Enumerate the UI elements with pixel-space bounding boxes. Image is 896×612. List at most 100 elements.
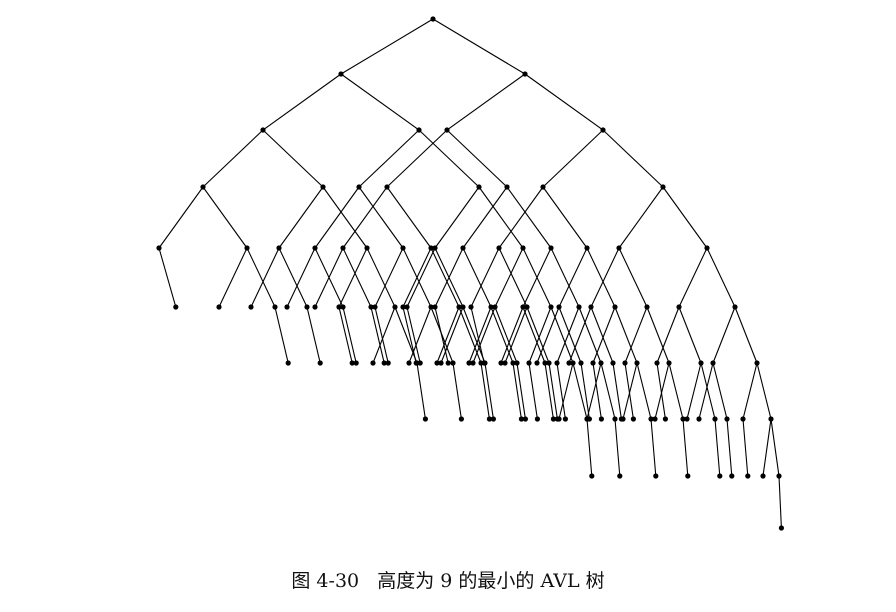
tree-node-9 — [285, 360, 291, 366]
tree-edge — [340, 18, 434, 75]
tree-node-50 — [534, 416, 541, 422]
tree-edge — [624, 362, 634, 420]
tree-edge — [406, 247, 436, 308]
tree-edge — [394, 306, 418, 364]
tree-edge — [624, 306, 648, 364]
tree-edge — [340, 73, 420, 131]
tree-edge — [558, 306, 582, 364]
tree-edge — [158, 247, 177, 308]
tree-edge — [548, 362, 558, 420]
tree-edge — [462, 186, 508, 249]
tree-edge — [712, 306, 736, 364]
tree-edge — [542, 129, 604, 188]
tree-node-103 — [612, 304, 618, 310]
tree-node-28 — [400, 245, 406, 251]
tree-node-113 — [566, 360, 572, 366]
tree-edge — [430, 247, 460, 308]
tree-node-87 — [612, 416, 618, 422]
tree-node-35 — [476, 184, 482, 190]
tree-node-63 — [400, 304, 406, 310]
tree-edge — [572, 362, 588, 420]
tree-edge — [668, 362, 684, 420]
tree-node-72 — [445, 360, 451, 366]
tree-edge — [406, 306, 421, 364]
tree-node-82 — [576, 304, 582, 310]
tree-edge — [342, 247, 372, 308]
tree-edge — [586, 362, 602, 420]
tree-node-138 — [745, 473, 751, 479]
tree-edge — [618, 247, 648, 308]
tree-edge — [550, 306, 574, 364]
tree-edge — [770, 418, 780, 477]
tree-edge — [402, 247, 432, 308]
tree-node-39 — [460, 304, 466, 310]
tree-node-25 — [284, 304, 290, 310]
tree-node-114 — [610, 360, 616, 366]
tree-edge — [528, 306, 552, 364]
tree-edge — [590, 306, 614, 364]
tree-edge — [506, 186, 552, 249]
tree-node-105 — [598, 416, 605, 422]
tree-node-84 — [562, 416, 569, 422]
tree-edge — [440, 306, 464, 364]
tree-edge — [374, 306, 389, 364]
tree-edge — [484, 362, 494, 420]
tree-edge — [586, 418, 593, 477]
tree-node-129 — [712, 416, 718, 422]
tree-edge — [470, 247, 500, 308]
tree-edge — [498, 186, 544, 249]
tree-node-10 — [320, 184, 326, 190]
tree-edge — [542, 186, 588, 249]
tree-node-133 — [696, 416, 702, 422]
tree-node-76 — [518, 416, 525, 422]
tree-edge — [314, 247, 344, 308]
tree-edge — [556, 362, 566, 420]
tree-node-22 — [416, 127, 422, 133]
tree-node-60 — [368, 304, 374, 310]
tree-node-38 — [417, 360, 423, 366]
tree-edge — [250, 247, 280, 308]
tree-edge — [446, 73, 526, 131]
tree-edge — [434, 306, 449, 364]
tree-edge — [402, 306, 417, 364]
tree-node-115 — [618, 416, 625, 422]
tree-edge — [522, 306, 546, 364]
tree-node-58 — [340, 245, 346, 251]
tree-node-24 — [312, 245, 318, 251]
tree-node-13 — [304, 304, 310, 310]
tree-node-54 — [589, 473, 595, 479]
tree-edge — [342, 306, 357, 364]
tree-edge — [524, 73, 604, 131]
tree-node-66 — [434, 360, 440, 366]
tree-node-48 — [548, 304, 554, 310]
tree-node-109 — [653, 473, 659, 479]
tree-node-137 — [740, 416, 746, 422]
tree-node-71 — [432, 304, 438, 310]
tree-edge — [742, 362, 758, 420]
tree-node-49 — [526, 360, 532, 366]
tree-node-122 — [685, 473, 691, 479]
tree-edge — [662, 186, 708, 249]
tree-node-93 — [481, 360, 487, 366]
tree-node-119 — [666, 360, 672, 366]
tree-node-36 — [432, 245, 438, 251]
tree-node-27 — [353, 360, 359, 366]
tree-node-106 — [634, 360, 640, 366]
tree-node-78 — [520, 304, 526, 310]
tree-node-92 — [468, 304, 474, 310]
tree-edge — [578, 306, 602, 364]
tree-edge — [372, 306, 396, 364]
tree-node-15 — [364, 245, 370, 251]
tree-edge — [522, 247, 552, 308]
tree-edge — [306, 306, 321, 364]
tree-node-139 — [768, 416, 774, 422]
tree-nodes — [156, 16, 785, 531]
tree-node-12 — [248, 304, 254, 310]
tree-node-55 — [522, 71, 528, 77]
tree-edge — [568, 306, 592, 364]
tree-edge — [700, 362, 716, 420]
tree-node-19 — [370, 360, 376, 366]
tree-node-116 — [644, 304, 650, 310]
tree-node-110 — [660, 184, 666, 190]
